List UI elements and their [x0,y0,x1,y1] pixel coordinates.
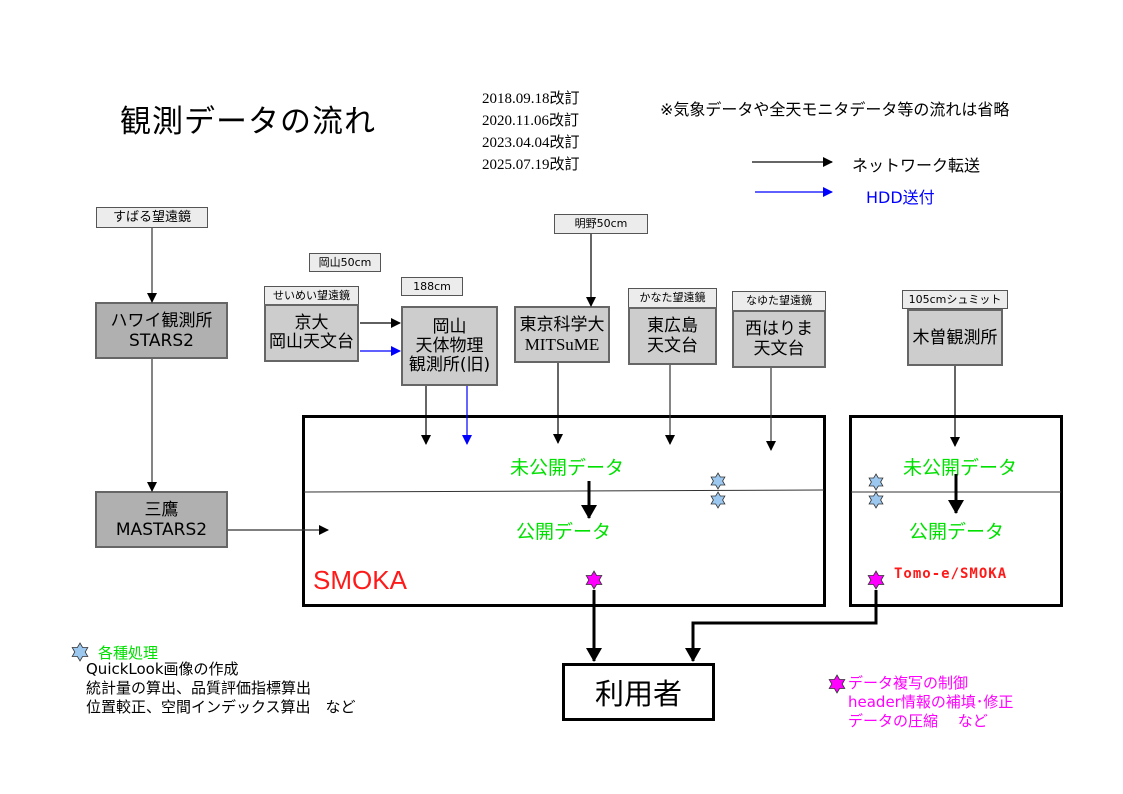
telescope-seimei: せいめい望遠鏡 [264,286,359,305]
node-label: 観測所(旧) [408,354,491,375]
node-label: MASTARS2 [115,519,208,540]
revision-date: 2025.07.19改訂 [482,157,580,173]
processing-item: QuickLook画像の作成 [86,660,239,678]
node-label: 岡山天文台 [269,332,354,352]
smoka-published-data: 公開データ [516,521,612,543]
node-kyoto-okayama: 京大 岡山天文台 [264,304,359,362]
node-higashi-hiroshima: 東広島 天文台 [628,307,717,365]
node-label: MITSuME [524,334,600,354]
telescope-okayama-50cm: 岡山50cm [309,253,381,272]
node-label: 木曽観測所 [912,327,998,348]
processing-legend-list: QuickLook画像の作成 統計量の算出、品質評価指標算出 位置較正、空間イン… [86,660,356,717]
node-label: STARS2 [129,330,194,351]
copy-item: データの圧縮 など [848,712,988,730]
tomoe-unpublished-data: 未公開データ [903,457,1018,479]
processing-legend-heading: 各種処理 [98,644,159,662]
revision-history: 2018.09.18改訂 2020.11.06改訂 2023.04.04改訂 2… [482,88,580,176]
copy-control-star-icon [585,570,603,590]
telescope-188cm: 188cm [401,277,463,296]
smoka-divider [303,489,825,493]
processing-item: 統計量の算出、品質評価指標算出 [86,679,312,697]
node-label: 東京科学大 [519,314,605,335]
diagram-title: 観測データの流れ [120,104,376,140]
smoka-archive [302,415,826,607]
node-tokyo-tech: 東京科学大 MITSuME [514,306,610,363]
smoka-unpublished-data: 未公開データ [510,457,625,479]
processing-item: 位置較正、空間インデックス算出 など [86,698,356,716]
node-okayama-astrophysical: 岡山 天体物理 観測所(旧) [401,306,498,386]
processing-star-icon [868,491,884,509]
legend-network-label: ネットワーク転送 [852,156,981,175]
omission-note: ※気象データや全天モニタデータ等の流れは省略 [660,100,1010,119]
telescope-subaru: すばる望遠鏡 [96,207,208,228]
revision-date: 2018.09.18改訂 [482,91,580,107]
node-label: 天文台 [647,336,698,356]
node-label: 岡山 [432,316,467,337]
user-box: 利用者 [562,663,715,721]
revision-date: 2020.11.06改訂 [482,113,579,129]
telescope-kanata: かなた望遠鏡 [628,288,717,308]
processing-star-icon [710,472,726,490]
node-hawaii-observatory: ハワイ観測所 STARS2 [95,302,228,359]
node-label: 天体物理 [415,335,484,356]
tomoe-published-data: 公開データ [909,521,1005,543]
node-mitaka: 三鷹 MASTARS2 [95,491,228,548]
node-label: 三鷹 [144,499,179,520]
node-label: 京大 [294,313,329,333]
telescope-nayuta: なゆた望遠鏡 [732,291,826,311]
revision-date: 2023.04.04改訂 [482,135,580,151]
processing-legend-star-icon [71,642,89,662]
processing-star-icon [710,491,726,509]
arrow-tomoe-user [685,590,878,662]
node-kiso-observatory: 木曽観測所 [907,309,1003,366]
copy-control-star-icon [867,570,885,590]
tomoe-smoka-label: Tomo-e/SMOKA [894,566,1008,582]
node-label: 東広島 [647,316,698,336]
legend-hdd-label: HDD送付 [866,188,935,207]
copy-legend-star-icon [828,674,846,694]
node-label: ハワイ観測所 [110,310,213,331]
copy-item: データ複写の制御 [848,674,969,692]
smoka-label: SMOKA [313,565,407,595]
processing-star-icon [868,473,884,491]
node-nishiharima: 西はりま 天文台 [732,310,826,368]
node-label: 西はりま [745,319,813,339]
copy-control-legend: データ複写の制御 header情報の補填･修正 データの圧縮 など [848,674,1013,731]
copy-item: header情報の補填･修正 [848,693,1014,711]
node-label: 天文台 [753,339,805,359]
telescope-akeno-50cm: 明野50cm [554,214,648,234]
telescope-105cm-schmidt: 105cmシュミット [902,290,1008,309]
